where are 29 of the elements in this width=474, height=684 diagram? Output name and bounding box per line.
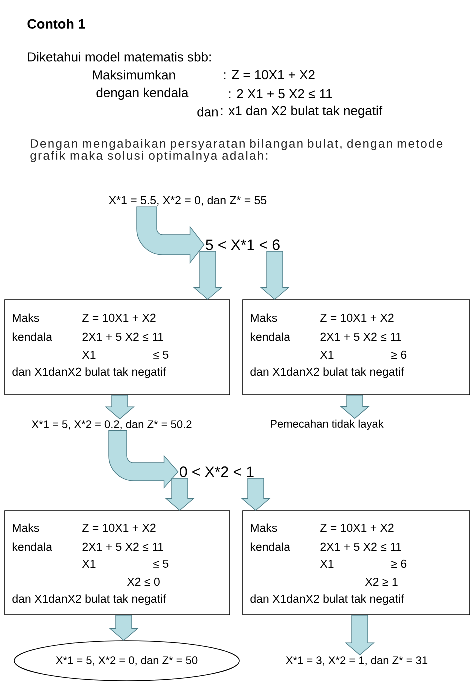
model-expression: : 2 X1 + 5 X2 ≤ 11 [229, 89, 332, 99]
block-arrow [109, 615, 139, 642]
branch-condition: 0 < X*2 < 1 [180, 466, 254, 478]
branch-condition: 5 < X*1 < 6 [206, 240, 280, 250]
block-arrow [193, 251, 223, 300]
constraint-box: Maks Z = 10X1 + X2 kendala 2X1 + 5 X2 ≤ 11 X1 ≥ 6 X2 ≥ 1 dan X1danX2 bulat tak negatif [242, 510, 470, 616]
block-arrow [105, 395, 135, 420]
constraint-box: Maks Z = 10X1 + X2 kendala 2X1 + 5 X2 ≤ 11 X1 ≤ 5 X2 ≤ 0 dan X1danX2 bulat tak negatif [4, 510, 230, 616]
block-arrow [136, 206, 205, 264]
block-arrow [108, 430, 179, 488]
heading: Contoh 1 [28, 19, 86, 29]
constraint-box: Maks Z = 10X1 + X2 kendala 2X1 + 5 X2 ≤ 11 X1 ≤ 5 dan X1danX2 bulat tak negatif [4, 300, 230, 396]
result-text: Pemecahan tidak layak [271, 420, 384, 430]
intro-text: Diketahui model matematis sbb: [28, 52, 211, 62]
result-text: X*1 = 5.5, X*2 = 0, dan Z* = 55 [109, 196, 267, 206]
model-expression: : x1 dan X2 bulat tak negatif [221, 106, 383, 118]
model-label: dengan kendala [96, 88, 189, 100]
block-arrow [241, 478, 271, 512]
block-arrow [260, 251, 290, 300]
model-label: Maksimumkan [93, 70, 176, 80]
block-arrow [345, 615, 375, 656]
block-arrow [165, 478, 195, 512]
result-text: X*1 = 5, X*2 = 0.2, dan Z* = 50.2 [32, 420, 192, 430]
result-text: X*1 = 3, X*2 = 1, dan Z* = 31 [286, 656, 428, 666]
constraint-box: Maks Z = 10X1 + X2 kendala 2X1 + 5 X2 ≤ 11 X1 ≥ 6 dan X1danX2 bulat tak negatif [242, 300, 470, 396]
model-expression: : Z = 10X1 + X2 [224, 70, 315, 80]
block-arrow [340, 395, 370, 420]
model-label: dan [198, 107, 218, 117]
paragraph: Dengan mengabaikan persyaratan bilangan bulat, dengan metode grafik maka solusi optimalnya adalah: [30, 139, 443, 162]
